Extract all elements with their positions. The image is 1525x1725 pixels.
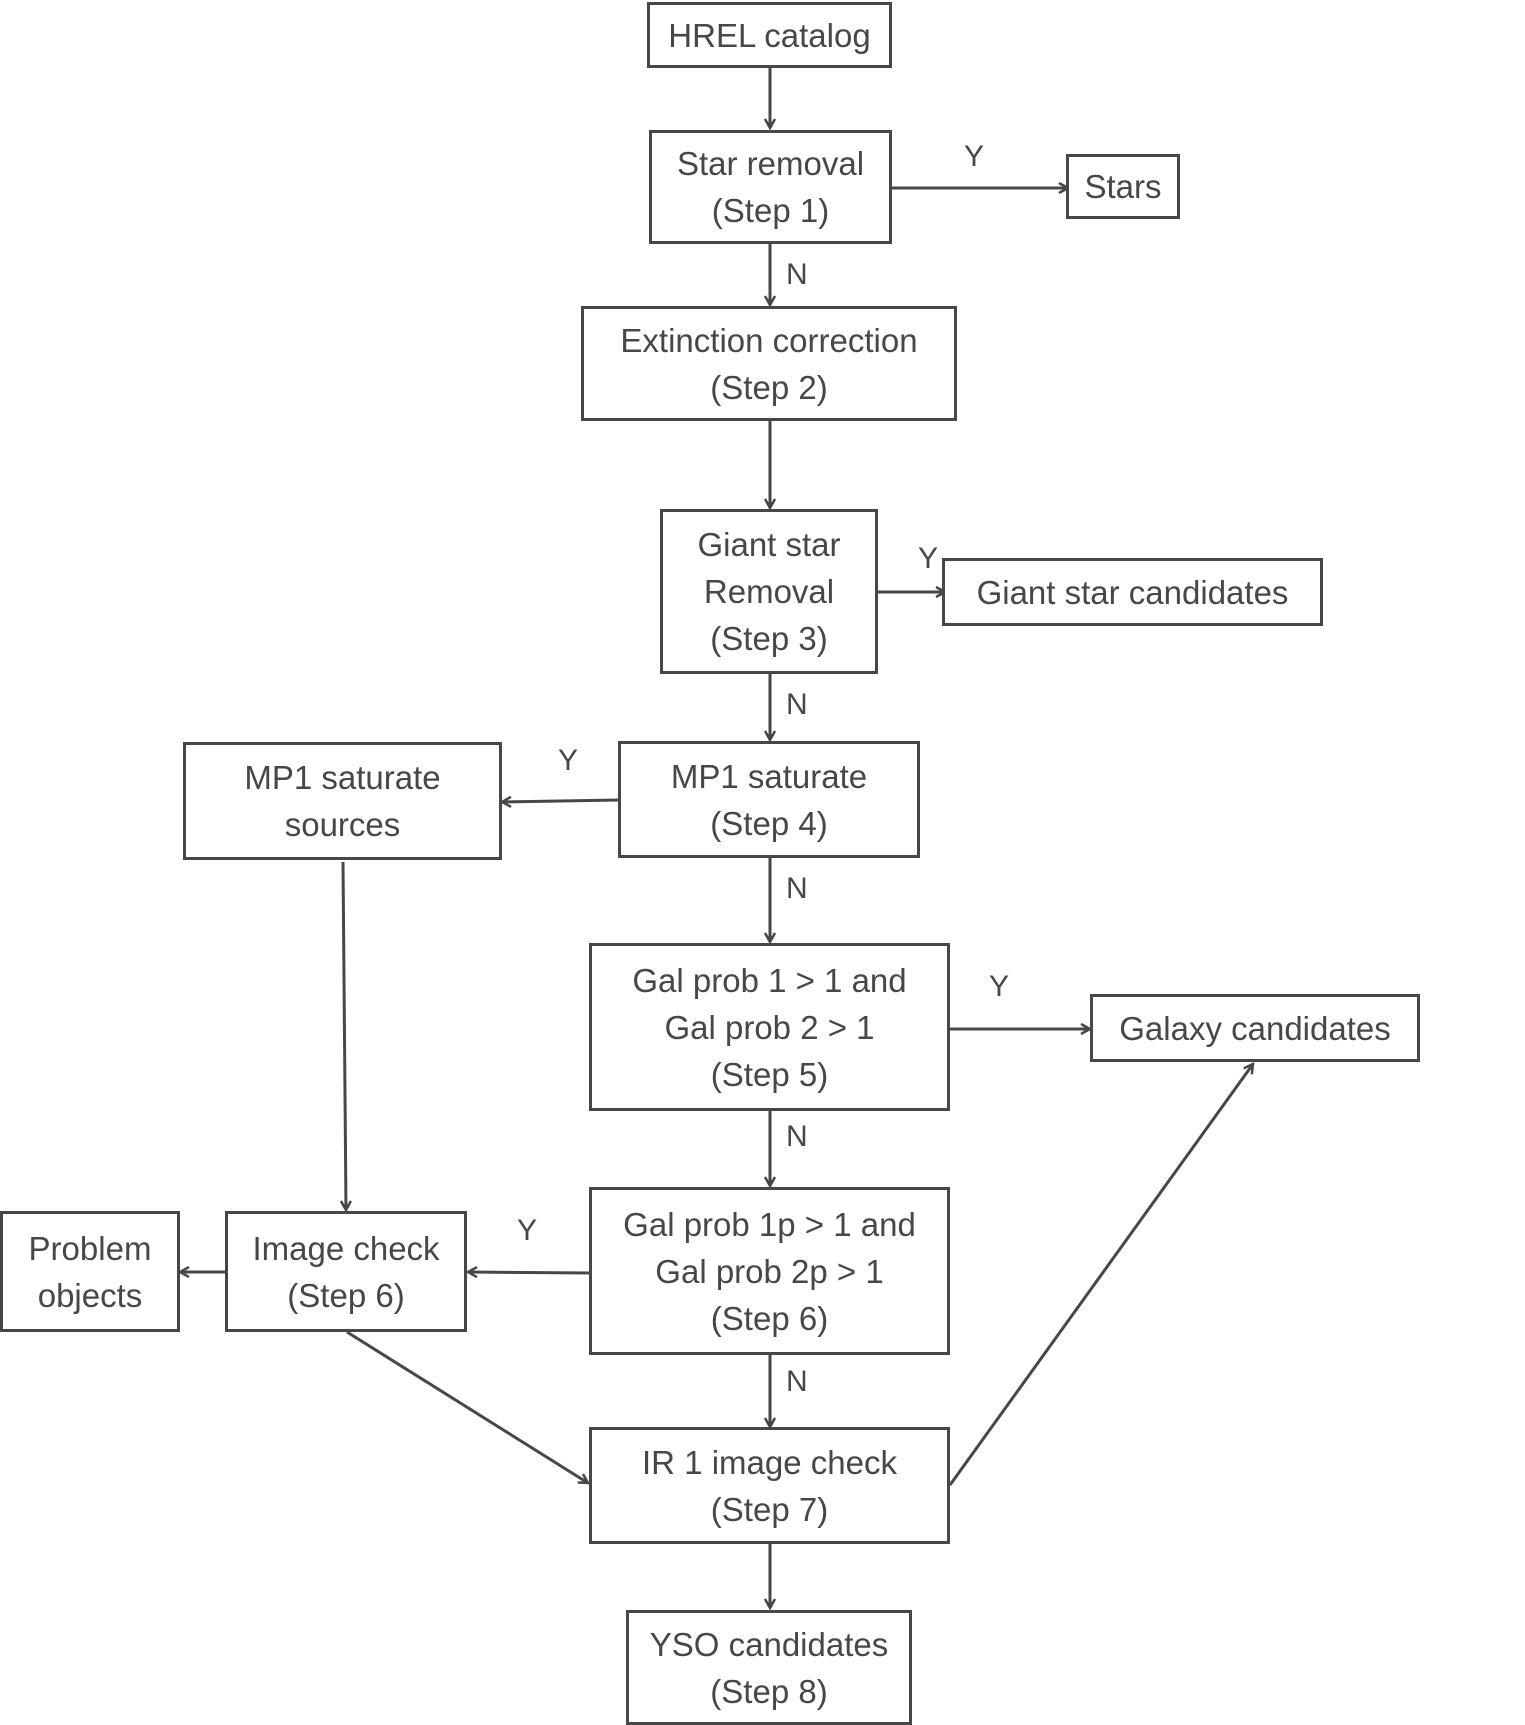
node-problem-objects: Problem objects xyxy=(0,1211,180,1332)
node-ir1-image-check: IR 1 image check (Step 7) xyxy=(589,1427,950,1544)
node-giant-star-candidates: Giant star candidates xyxy=(942,558,1323,626)
edge-label-step3-no: N xyxy=(786,688,808,721)
edge-step7-to-galaxy-candidates xyxy=(948,1064,1253,1486)
node-giant-star-removal: Giant star Removal (Step 3) xyxy=(660,509,878,674)
edge-label-step6-no: N xyxy=(786,1365,808,1398)
edge-label-step1-no: N xyxy=(786,258,808,291)
node-galaxy-candidates: Galaxy candidates xyxy=(1090,994,1420,1062)
edge-image-check-to-step7 xyxy=(346,1330,588,1483)
edge-label-step5-yes: Y xyxy=(989,970,1010,1003)
edge-mp1-sources-to-image-check xyxy=(343,861,346,1210)
edge-label-step6-yes: Y xyxy=(517,1214,538,1247)
edge-label-step5-no: N xyxy=(786,1120,808,1153)
edge-label-step4-no: N xyxy=(786,872,808,905)
node-stars: Stars xyxy=(1066,154,1180,219)
edge-step6-to-image-check xyxy=(468,1272,591,1273)
node-extinction-correction: Extinction correction (Step 2) xyxy=(581,306,957,421)
node-mp1-saturate: MP1 saturate (Step 4) xyxy=(618,741,920,858)
node-mp1-saturate-sources: MP1 saturate sources xyxy=(183,742,502,860)
edge-label-step3-yes: Y xyxy=(918,542,939,575)
node-star-removal: Star removal (Step 1) xyxy=(649,130,892,244)
edge-step4-to-mp1-sources xyxy=(502,800,620,802)
node-hrel-catalog: HREL catalog xyxy=(647,2,892,68)
node-gal-prob-step5: Gal prob 1 > 1 and Gal prob 2 > 1 (Step … xyxy=(589,943,950,1111)
node-gal-prob-step6: Gal prob 1p > 1 and Gal prob 2p > 1 (Ste… xyxy=(589,1187,950,1355)
edge-label-step1-yes: Y xyxy=(964,140,985,173)
node-image-check: Image check (Step 6) xyxy=(225,1211,467,1332)
node-yso-candidates: YSO candidates (Step 8) xyxy=(626,1610,912,1725)
edge-label-step4-yes: Y xyxy=(558,744,579,777)
